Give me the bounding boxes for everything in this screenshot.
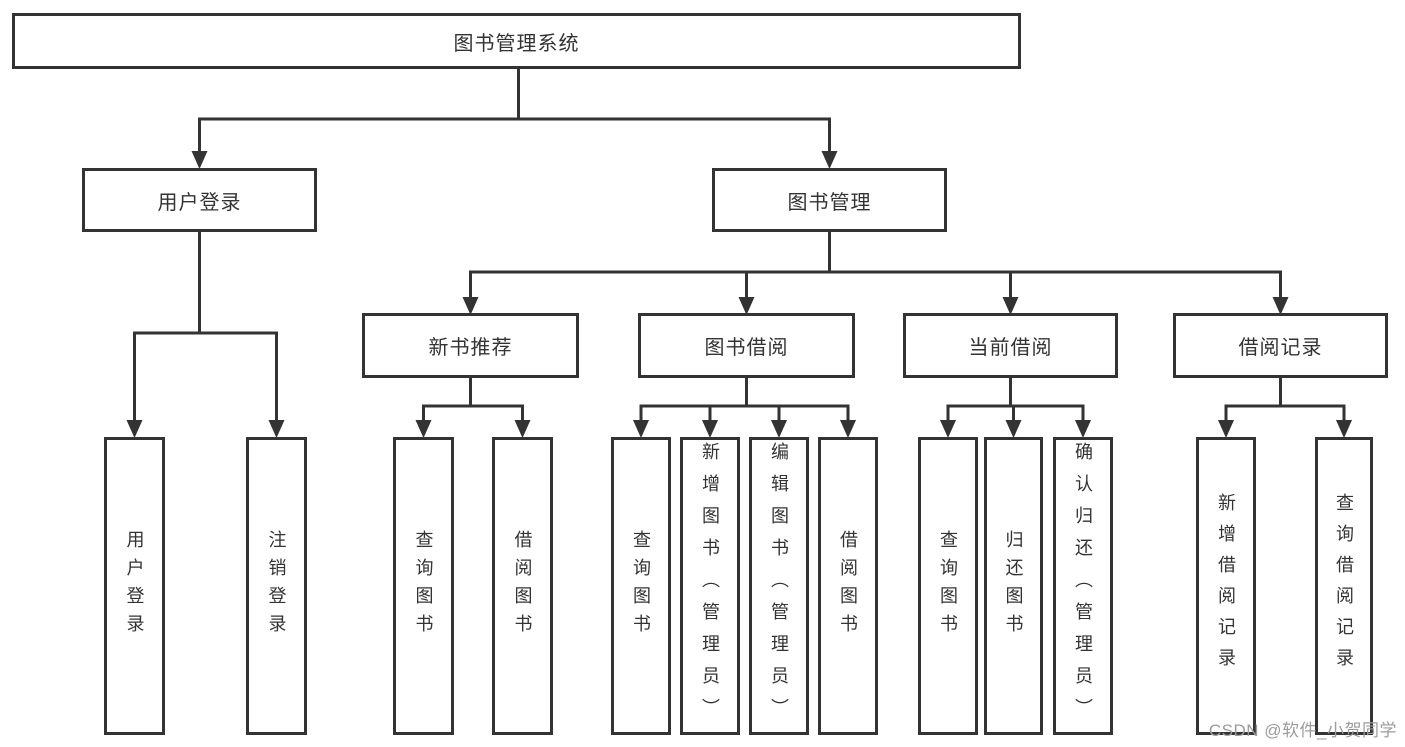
leaf-borrow-books: 借阅图书 — [818, 437, 878, 735]
leaf-logout: 注销登录 — [246, 437, 307, 735]
leaf-return-books: 归还图书 — [984, 437, 1043, 735]
arrowhead-icons — [126, 151, 1352, 438]
leaf-user-login: 用户登录 — [104, 437, 165, 735]
leaf-query-books-current: 查询图书 — [918, 437, 978, 735]
node-new-book-recommendation: 新书推荐 — [362, 313, 579, 378]
node-book-management: 图书管理 — [712, 168, 947, 232]
leaf-edit-books-admin: 编辑图书（管理员） — [749, 437, 809, 735]
leaf-query-borrow-record: 查询借阅记录 — [1315, 437, 1373, 735]
node-borrowing-records: 借阅记录 — [1173, 313, 1388, 378]
node-current-borrowing: 当前借阅 — [903, 313, 1118, 378]
node-book-borrowing: 图书借阅 — [638, 313, 855, 378]
leaf-query-books-recommend: 查询图书 — [393, 437, 454, 735]
leaf-borrow-books-recommend: 借阅图书 — [492, 437, 553, 735]
leaf-query-books-borrow: 查询图书 — [611, 437, 671, 735]
leaf-add-borrow-record: 新增借阅记录 — [1196, 437, 1256, 735]
leaf-confirm-return-admin: 确认归还（管理员） — [1053, 437, 1113, 735]
csdn-watermark: CSDN @软件_小贺同学 — [1208, 721, 1397, 740]
node-root-system: 图书管理系统 — [12, 13, 1021, 69]
leaf-add-books-admin: 新增图书（管理员） — [680, 437, 740, 735]
node-user-login: 用户登录 — [82, 168, 317, 232]
